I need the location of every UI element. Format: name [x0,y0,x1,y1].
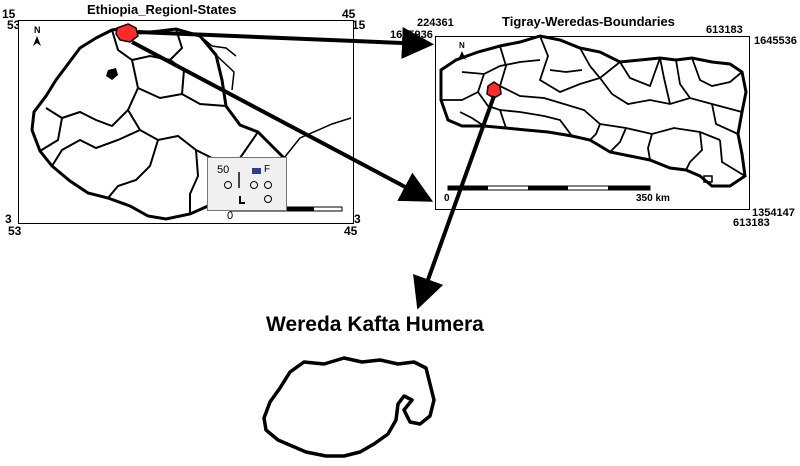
ethiopia-corner-tl-top: 15 [2,7,16,21]
legend-mark-2 [239,196,245,204]
tigray-map-title: Tigray-Weredas-Boundaries [502,14,675,29]
ethiopia-corner-bl-bottom: 53 [8,224,22,238]
tigray-coord-tr-2: 1645536 [754,35,797,47]
kafta-humera-title: Wereda Kafta Humera [266,313,484,336]
tigray-outline [439,34,748,188]
tigray-coord-br-2: 613183 [733,217,770,229]
wereda-boundaries [441,35,746,177]
tigray-scale-end: 350 km [636,193,670,204]
tigray-north-arrow: N [458,41,466,60]
ethiopia-corner-tr-right: 15 [352,18,366,32]
kafta-humera-outline [262,356,436,458]
legend-mark [238,172,240,188]
ethiopia-corner-br-right: 3 [354,212,361,226]
ethiopia-extension-line [283,117,352,159]
tigray-coord-br-1: 1354147 [752,207,795,219]
tigray-north-label: N [459,41,465,50]
legend-key-swatch [252,168,261,174]
region-blob [106,68,118,80]
ethiopia-corner-bl-left: 3 [5,212,12,226]
arrow-to-tigray-top [137,27,434,59]
legend-circle-4 [264,195,272,203]
ethiopia-north-arrow: N [33,25,41,46]
legend-circle-1 [224,181,232,189]
tigray-highlight [115,23,139,43]
legend-circle-3 [264,181,272,189]
arrow-to-kafta-humera [413,95,496,310]
ethiopia-map-title: Ethiopia_Regionl-States [87,2,237,17]
tigray-coord-tr-1: 613183 [706,24,743,36]
wereda-feature [703,175,713,183]
legend-circle-2 [250,181,258,189]
region-boundaries-east [199,35,237,91]
ethiopia-north-label: N [34,25,41,35]
legend-key-label: F [264,164,271,175]
tigray-scale-bar [447,185,651,191]
legend-scale-zero: 0 [227,210,234,222]
tigray-scale-start: 0 [444,193,450,204]
legend-scale-top: 50 [217,164,230,176]
ethiopia-corner-tr-top: 45 [342,7,356,21]
ethiopia-legend: 50 F [207,157,287,211]
arrow-to-tigray-bottom [131,40,434,202]
ethiopia-corner-tl-left: 53 [7,18,21,32]
ethiopia-corner-br-bottom: 45 [344,224,358,238]
tigray-map-frame [435,36,750,210]
tigray-coord-tl-1: 224361 [417,17,454,29]
kafta-humera-highlight [486,81,502,99]
